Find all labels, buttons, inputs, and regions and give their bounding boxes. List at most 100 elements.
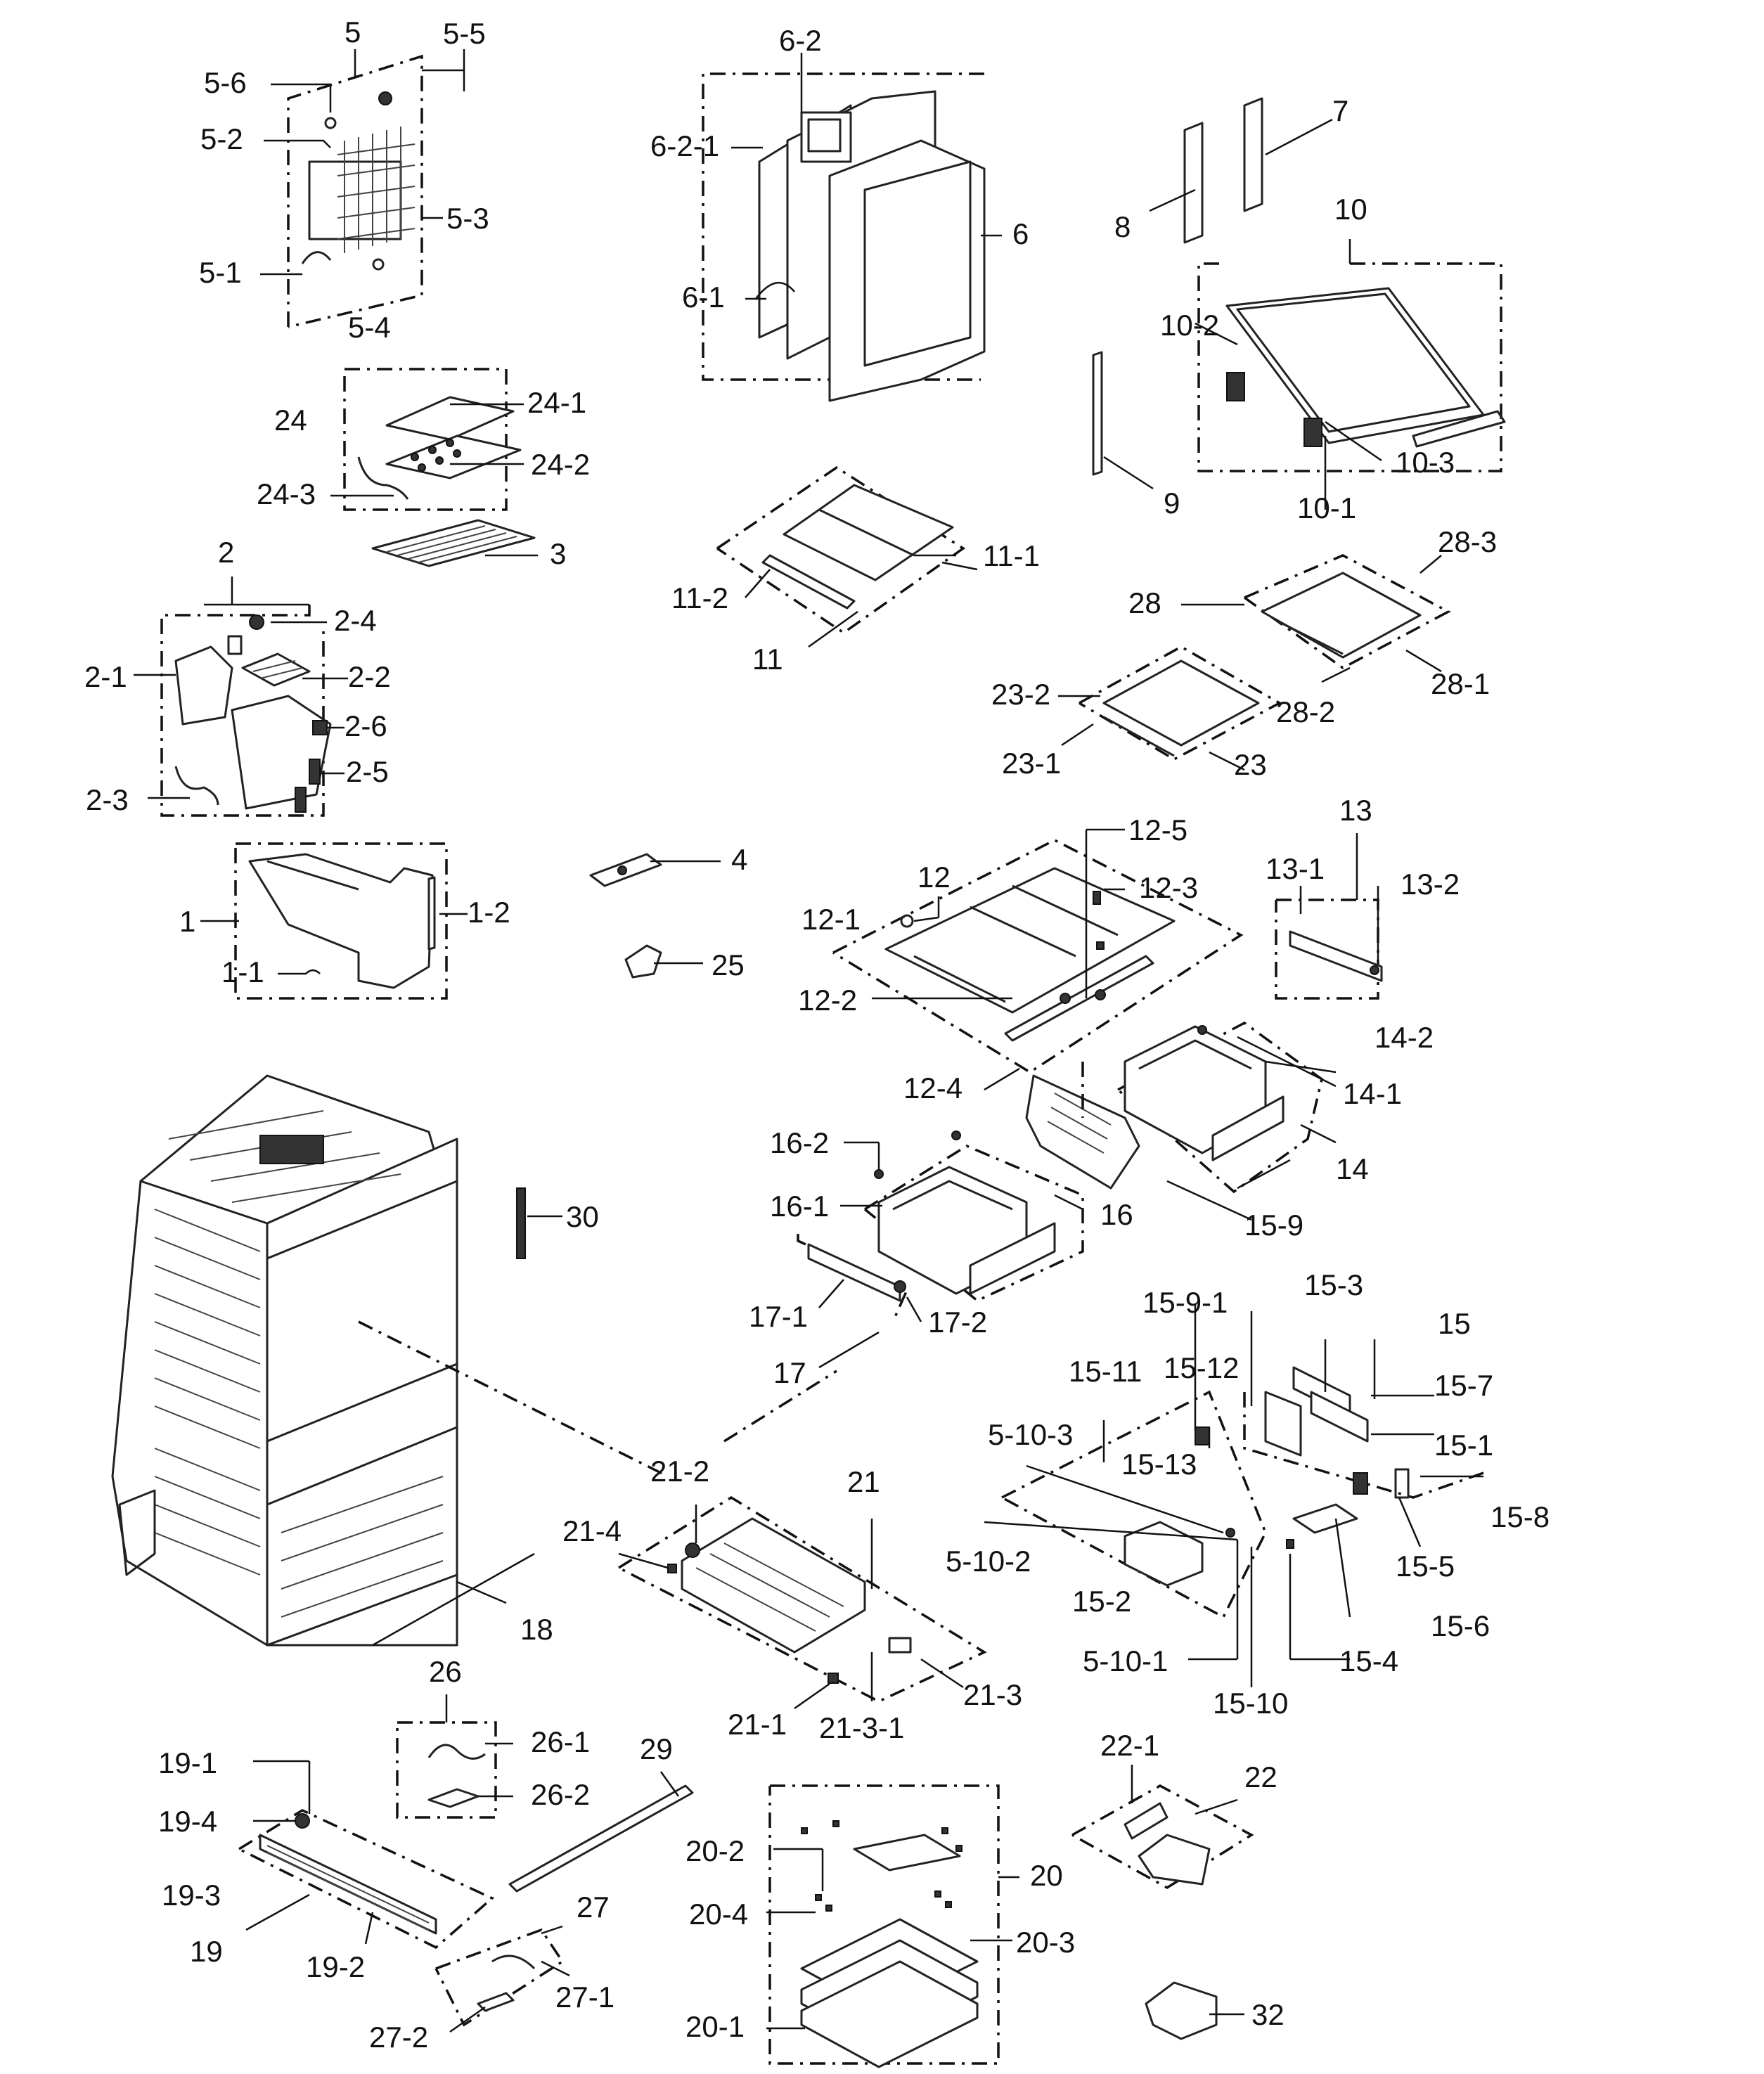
label-1: 1 [179,905,195,938]
label-15-4: 15-4 [1339,1644,1398,1677]
part-group-5 [260,49,465,328]
part-group-20 [766,1784,1019,2068]
label-17-2: 17-2 [928,1306,987,1339]
label-27: 27 [577,1891,610,1924]
label-15-8: 15-8 [1491,1500,1550,1533]
label-16-1: 16-1 [770,1190,829,1223]
part-number-labels: 5 5-5 5-6 5-2 5-3 5-1 5-4 6-2 6-2-1 6 6-… [84,15,1550,2054]
part-group-6 [702,53,1002,402]
label-5-10-1: 5-10-1 [1083,1644,1168,1677]
label-11-1: 11-1 [983,539,1040,572]
label-2: 2 [218,536,234,569]
label-12: 12 [918,861,951,894]
part-group-28 [1181,554,1451,683]
label-11-2: 11-2 [671,581,728,614]
label-26-2: 26-2 [531,1778,590,1811]
label-2-1: 2-1 [84,660,127,693]
label-5-10-3: 5-10-3 [988,1418,1073,1451]
label-19-3: 19-3 [162,1879,221,1912]
label-2-5: 2-5 [346,755,389,788]
label-19-2: 19-2 [306,1950,365,1983]
label-21-3-1: 21-3-1 [819,1711,904,1744]
label-22: 22 [1244,1760,1277,1793]
label-10: 10 [1334,193,1367,226]
label-24-2: 24-2 [531,448,590,481]
label-28-2: 28-2 [1276,695,1335,728]
label-15-5: 15-5 [1396,1550,1455,1583]
label-19-4: 19-4 [158,1805,217,1838]
label-13-2: 13-2 [1401,868,1460,901]
label-15-2: 15-2 [1072,1585,1131,1618]
label-21-4: 21-4 [562,1514,622,1547]
part-group-26 [396,1694,513,1819]
label-17: 17 [773,1356,806,1389]
part-group-24 [330,368,538,567]
label-21: 21 [847,1465,880,1498]
label-6-1: 6-1 [682,281,725,314]
part-group-21 [618,1495,987,1710]
label-14: 14 [1336,1152,1369,1185]
part-group-19 [238,1760,495,1950]
label-12-5: 12-5 [1128,813,1187,846]
part-rails-7-8-9 [1092,97,1333,490]
label-21-1: 21-1 [728,1708,787,1741]
label-32: 32 [1251,1998,1285,2031]
label-5-2: 5-2 [200,122,243,155]
label-15-7: 15-7 [1434,1369,1493,1402]
label-9: 9 [1164,487,1180,520]
label-22-1: 22-1 [1100,1729,1159,1762]
part-group-27 [434,1925,570,2033]
label-30: 30 [566,1200,599,1233]
label-5-3: 5-3 [446,202,489,235]
part-32 [1145,1981,1244,2040]
label-23-1: 23-1 [1002,747,1061,780]
part-29 [508,1771,694,1893]
label-8: 8 [1114,210,1131,243]
part-group-13 [1275,833,1383,1000]
label-12-1: 12-1 [801,903,861,936]
label-1-2: 1-2 [468,896,510,929]
label-17-1: 17-1 [749,1300,808,1333]
label-15-10: 15-10 [1213,1687,1288,1720]
label-15-9-1: 15-9-1 [1142,1286,1228,1319]
label-15-9: 15-9 [1244,1209,1303,1242]
label-11: 11 [752,643,783,676]
label-24-1: 24-1 [527,386,586,419]
part-group-17 [797,1234,922,1369]
label-28-1: 28-1 [1431,667,1490,700]
label-10-2: 10-2 [1160,309,1219,342]
part-group-10 [1195,239,1506,510]
label-27-1: 27-1 [555,1980,614,2014]
label-21-3: 21-3 [963,1678,1022,1711]
label-29: 29 [640,1732,673,1765]
label-5-4: 5-4 [348,311,391,344]
label-2-2: 2-2 [348,660,391,693]
part-group-1 [200,842,468,1000]
label-23: 23 [1234,748,1267,781]
label-20-2: 20-2 [685,1834,745,1867]
part-group-15 [984,1304,1484,1687]
label-10-3: 10-3 [1396,446,1455,479]
parts-4-25 [589,853,721,979]
label-15-12: 15-12 [1164,1351,1239,1384]
label-15-13: 15-13 [1121,1448,1197,1481]
label-20-1: 20-1 [685,2010,745,2043]
label-15-1: 15-1 [1434,1429,1493,1462]
label-15-6: 15-6 [1431,1609,1490,1642]
label-20-4: 20-4 [689,1898,748,1931]
label-12-3: 12-3 [1139,871,1198,904]
part-15-9-duct [1025,1074,1252,1221]
label-21-2: 21-2 [650,1455,709,1488]
label-20: 20 [1030,1859,1063,1892]
label-16: 16 [1100,1198,1133,1231]
label-28: 28 [1128,586,1161,619]
label-25: 25 [712,948,745,981]
label-13-1: 13-1 [1266,852,1325,885]
label-16-2: 16-2 [770,1126,829,1159]
label-23-2: 23-2 [991,678,1050,711]
label-2-6: 2-6 [345,709,387,742]
label-26: 26 [429,1655,462,1688]
label-28-3: 28-3 [1438,525,1497,558]
label-13: 13 [1339,794,1372,827]
part-group-22 [1071,1765,1254,1890]
